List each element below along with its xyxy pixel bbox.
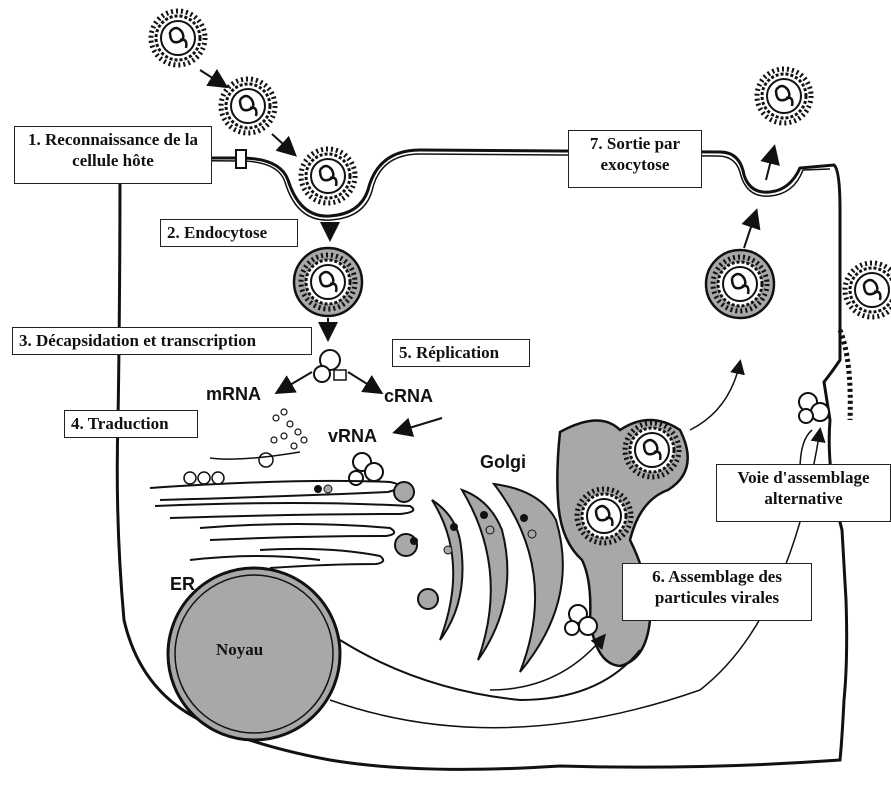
step2-box: 2. Endocytose [160, 219, 298, 247]
alt-pathway-box: Voie d'assemblage alternative [716, 464, 891, 522]
step1-label: 1. Reconnaissance de la cellule hôte [28, 130, 198, 170]
step4-label: 4. Traduction [71, 414, 169, 433]
mrna-label: mRNA [206, 384, 262, 404]
step6-label: 6. Assemblage des particules virales [652, 567, 782, 607]
alt-pathway-label: Voie d'assemblage alternative [737, 468, 870, 508]
virus-particle [301, 149, 355, 203]
alt-budding-rnp [798, 392, 830, 424]
budding-rnp [564, 604, 598, 636]
rnp-complex [313, 349, 347, 383]
virus-particle [845, 263, 891, 317]
crna-label: cRNA [384, 386, 434, 406]
step7-label: 7. Sortie par exocytose [589, 134, 681, 174]
cell-membrane [115, 148, 849, 771]
golgi-apparatus [431, 482, 564, 673]
step5-box: 5. Réplication [392, 339, 530, 367]
step5-label: 5. Réplication [399, 343, 500, 362]
nucleus-label: Noyau [216, 640, 264, 659]
step2-label: 2. Endocytose [167, 223, 268, 242]
nucleus [166, 566, 342, 742]
step4-box: 4. Traduction [64, 410, 198, 438]
golgi-proteins [443, 511, 537, 555]
ribosomes [270, 408, 308, 450]
er-membranes [149, 479, 415, 569]
step7-box: 7. Sortie par exocytose [568, 130, 702, 188]
step1-box: 1. Reconnaissance de la cellule hôte [14, 126, 212, 184]
er-label: ER [170, 574, 196, 594]
virus-particle [221, 79, 275, 133]
step6-box: 6. Assemblage des particules virales [622, 563, 812, 621]
golgi-label: Golgi [480, 452, 526, 472]
step3-box: 3. Décapsidation et transcription [12, 327, 312, 355]
virus-particle [757, 69, 811, 123]
step3-label: 3. Décapsidation et transcription [19, 331, 257, 350]
vrna-label: vRNA [328, 426, 378, 446]
virus-particle [151, 11, 205, 65]
